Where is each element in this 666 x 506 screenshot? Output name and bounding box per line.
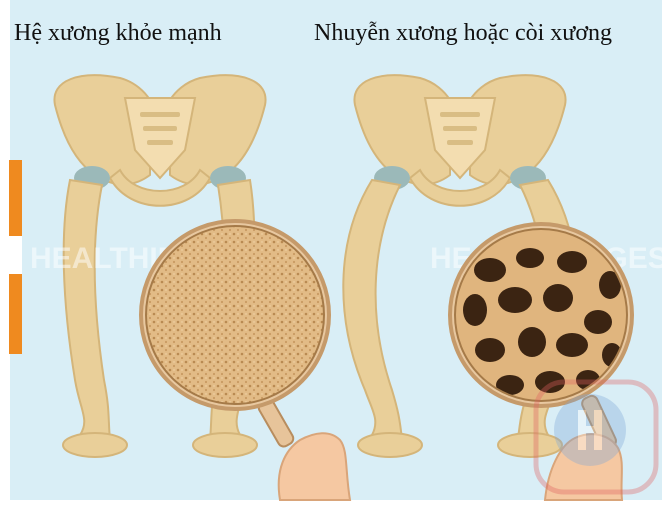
disease-caption: Nhuyễn xương hoặc còi xương <box>314 18 614 48</box>
healthy-caption: Hệ xương khỏe mạnh <box>14 18 222 48</box>
healthy-bone-magnifier <box>140 220 340 449</box>
